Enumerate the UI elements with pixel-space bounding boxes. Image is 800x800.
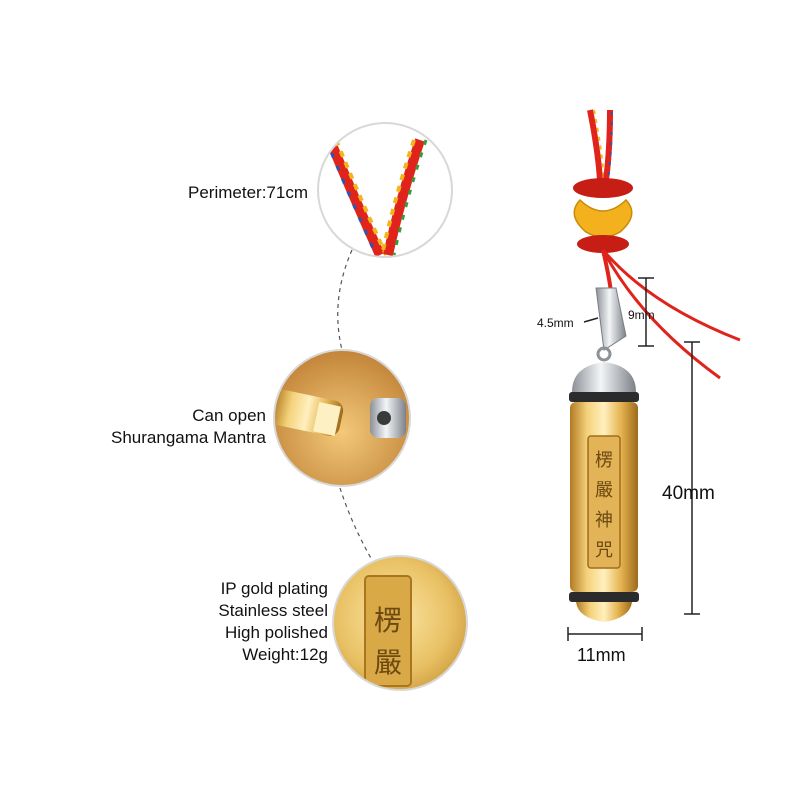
bail-height-label: 9mm: [628, 308, 655, 322]
pendant-illustration: 楞 嚴 神 咒: [569, 109, 741, 622]
can-open-line-1: Can open: [192, 406, 266, 425]
svg-text:咒: 咒: [595, 540, 613, 561]
perimeter-caption: Perimeter:71cm: [188, 183, 308, 202]
material-line-4: Weight:12g: [242, 645, 328, 664]
body-width-label: 11mm: [577, 645, 626, 665]
dashed-connector: [337, 249, 373, 561]
svg-text:嚴: 嚴: [374, 646, 402, 679]
material-line-1: IP gold plating: [220, 579, 328, 598]
svg-text:楞: 楞: [595, 450, 613, 471]
material-line-3: High polished: [224, 623, 328, 642]
opened-capsule-circle: [274, 350, 410, 486]
dimension-lines: [567, 277, 700, 641]
svg-text:嚴: 嚴: [595, 480, 613, 501]
gold-plating-circle: 楞 嚴: [333, 556, 467, 690]
cord-closeup-circle: [318, 123, 452, 257]
svg-text:楞: 楞: [374, 604, 402, 637]
can-open-caption: Can open Shurangama Mantra: [111, 405, 266, 449]
body-length-label: 40mm: [662, 483, 715, 504]
bail-width-label: 4.5mm: [537, 316, 574, 330]
svg-text:神: 神: [595, 510, 613, 531]
material-caption: IP gold plating Stainless steel High pol…: [218, 578, 328, 666]
material-line-2: Stainless steel: [218, 601, 328, 620]
can-open-line-2: Shurangama Mantra: [111, 428, 266, 447]
